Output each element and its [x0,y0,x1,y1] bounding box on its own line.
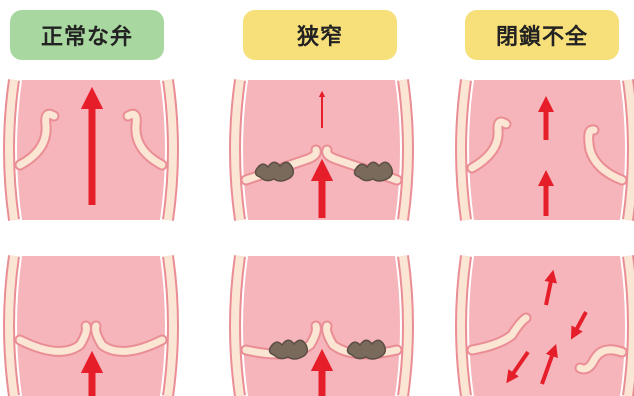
calcification-right [348,340,386,359]
panel-regurgitation-open [461,80,633,220]
panel-normal-open [9,80,173,220]
panel-normal-closed [9,256,173,396]
panel-stenosis-open [235,80,408,220]
panel-regurgitation-closed [461,256,633,396]
calcification-right [355,162,393,181]
calcification-left [270,340,308,359]
panel-stenosis-closed [235,256,408,396]
calcification-left [256,162,294,181]
